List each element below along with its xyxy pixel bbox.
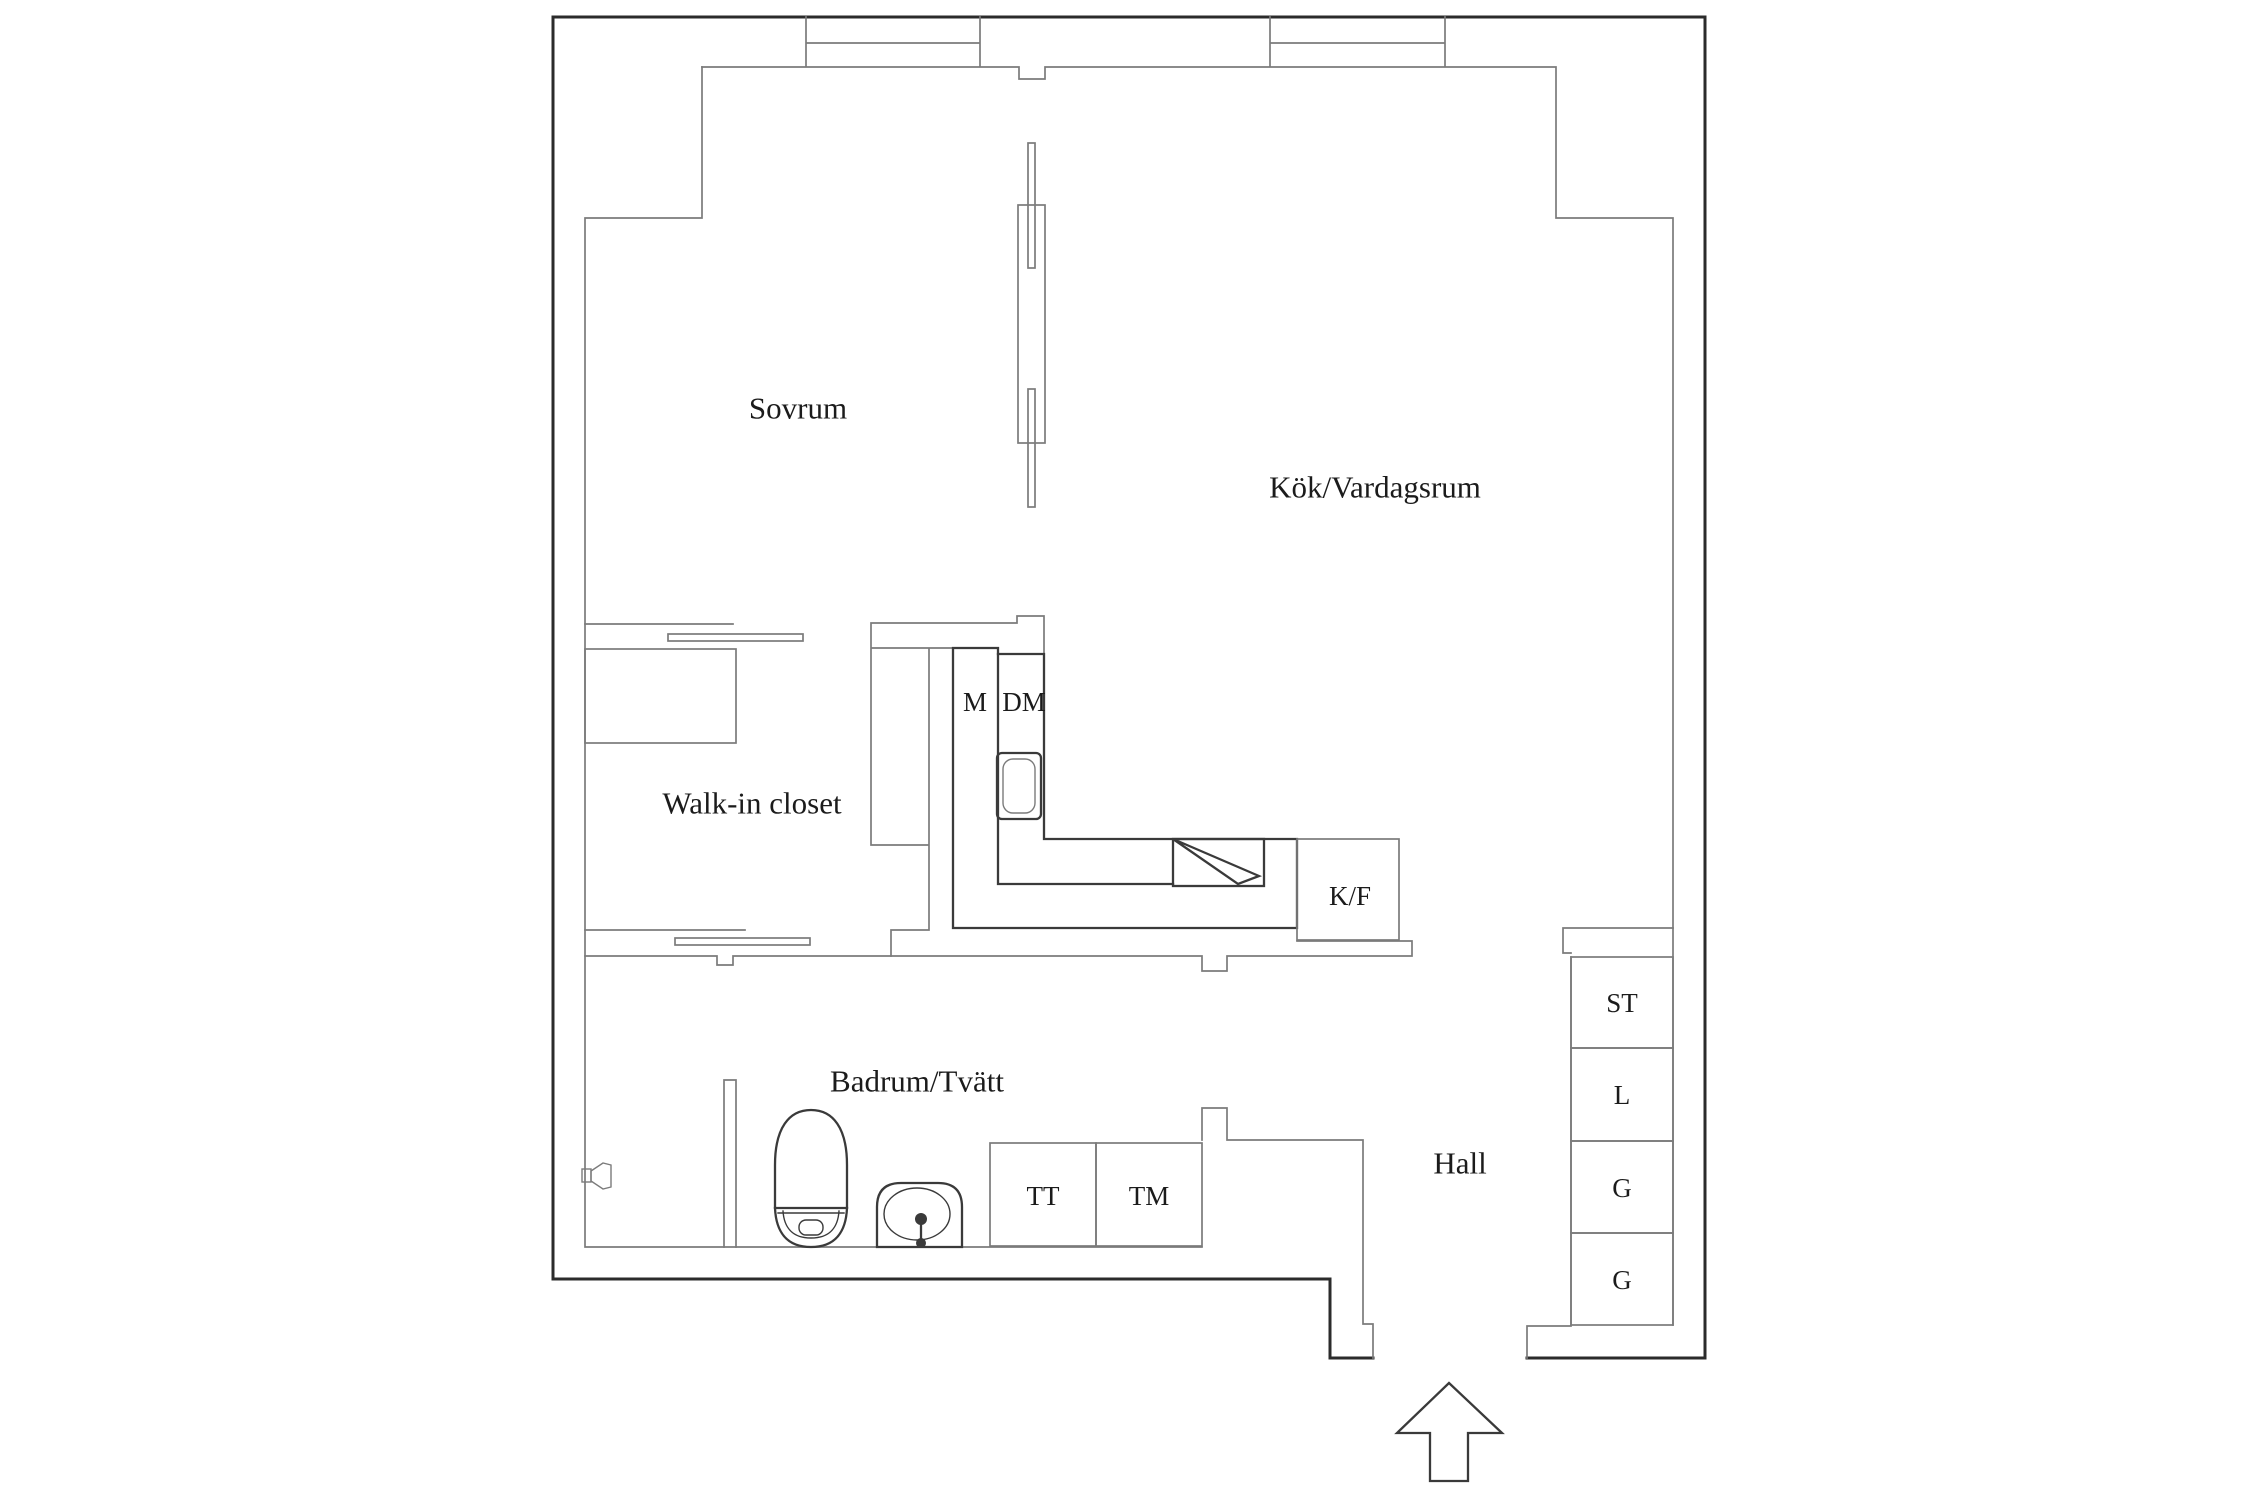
unit-boxes [989,838,1674,1326]
entrance [1394,1381,1505,1483]
storage-label-l: L [1614,1080,1631,1110]
sliding-door-track-icon [1017,204,1046,444]
storage-label-st: ST [1606,988,1638,1018]
shower-head-icon [590,1162,612,1190]
wardrobe [584,648,737,744]
hall-walls [1201,927,1674,1359]
bathroom-fixtures [773,1108,964,1249]
interior-wall-west [584,66,1203,1248]
toilet-flush-icon [798,1219,824,1236]
entrance-arrow-icon [1394,1381,1505,1483]
stove-flap-icon [1172,837,1263,886]
room-label-badrum-tvatt: Badrum/Tvätt [830,1064,1004,1099]
sink-tap-icon [915,1213,927,1225]
shower-partition [723,1079,737,1248]
sink-tap-handle-icon [916,1238,926,1248]
shower-mixer-icon [581,1168,592,1183]
kitchen-sink-icon [995,751,1043,821]
bedroom-closet-wall [584,615,1045,957]
room-label-kok-vardagsrum: Kök/Vardagsrum [1269,470,1481,505]
room-label-sovrum: Sovrum [749,391,847,426]
appliance-label-kf: K/F [1329,881,1371,911]
door-leaf-icon [667,633,804,642]
toilet-base-icon [773,1206,849,1249]
kitchen-sink-inner [1002,758,1036,814]
appliance-label-dm: DM [1002,687,1046,717]
toilet-icon [773,1108,849,1210]
kitchen-sink-basin-icon [1002,758,1036,814]
kitchen-counter-outline [951,646,1299,930]
toilet-base-inner-icon [777,1210,845,1239]
kitchen-counter-divider [996,652,1175,886]
shower-fixture [581,1162,612,1190]
kitchen-counter [951,646,1299,930]
exterior-walls [551,15,1707,1360]
door-leaf-icon [674,937,811,946]
storage-label-g1: G [1612,1173,1632,1203]
window-icon [805,16,981,67]
appliance-label-m: M [963,687,987,717]
room-label-walk-in-closet: Walk-in closet [662,786,842,821]
sliding-door-panel-icon [1027,388,1036,508]
appliance-label-tm: TM [1129,1181,1170,1211]
room-label-hall: Hall [1433,1146,1486,1181]
bathroom-kitchen-wall [584,940,1413,972]
exterior-outline [551,15,1707,1360]
bathroom-sink-icon [875,1181,964,1249]
stove-icon [1171,837,1266,888]
interior-wall-north-east [701,66,1674,929]
appliance-label-tt: TT [1027,1181,1060,1211]
window-icon [1269,16,1446,67]
storage-box-g2 [1570,1232,1674,1326]
storage-label-g2: G [1612,1265,1632,1295]
fridge-freezer-box [1296,838,1400,941]
interior-walls [584,16,1674,1359]
washer-box [1095,1142,1203,1247]
sink-basin-icon [883,1187,951,1241]
labels: Sovrum Kök/Vardagsrum Walk-in closet Bad… [662,391,1638,1296]
